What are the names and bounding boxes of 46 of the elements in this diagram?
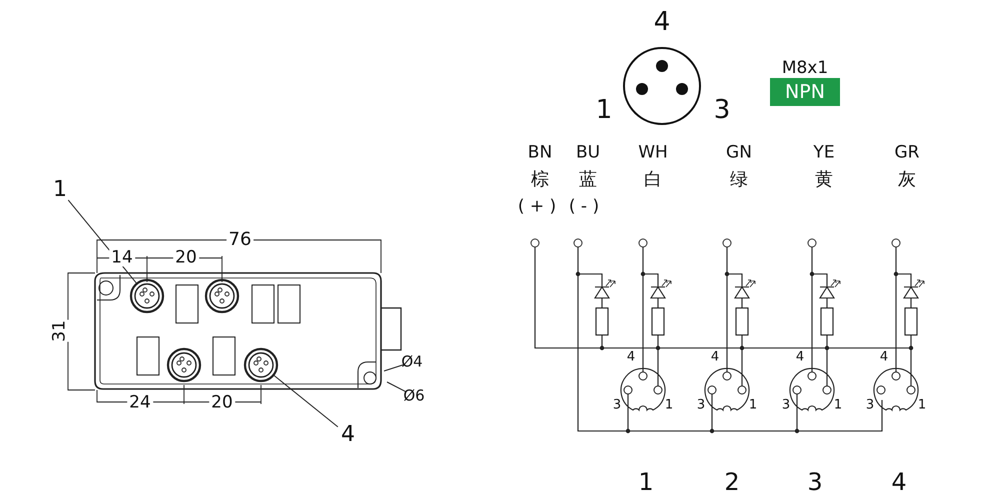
pin-number: 1 — [748, 398, 758, 412]
dimension-value: 14 — [109, 250, 135, 266]
wire-color-name: 绿 — [730, 171, 748, 189]
wire-color-code: BN — [528, 144, 552, 162]
pin-number: 4 — [710, 350, 720, 364]
channel-number: 2 — [724, 470, 740, 494]
pin-number: 4 — [654, 9, 670, 35]
channel-number: 4 — [891, 470, 907, 494]
wire-color-name: 灰 — [898, 171, 916, 189]
leader-line — [384, 364, 404, 372]
callout-number: 1 — [53, 179, 67, 201]
wire-color-name: 蓝 — [579, 171, 597, 189]
pin-number: 1 — [918, 398, 926, 412]
pin-number: 1 — [664, 398, 674, 412]
channel-number: 1 — [638, 470, 654, 494]
connector-socket — [244, 348, 278, 382]
wire-color-code: GN — [726, 144, 752, 162]
pin-number: 3 — [866, 398, 874, 412]
callout-number: 4 — [341, 424, 355, 446]
wire-color-name: 白 — [644, 171, 662, 189]
pin-number: 4 — [880, 350, 888, 364]
polarity-label: ( + ) — [518, 198, 556, 216]
polarity-label: ( - ) — [568, 198, 600, 216]
diameter-label: Ø6 — [403, 388, 425, 404]
pin-number: 1 — [834, 398, 842, 412]
wire-color-name: 黄 — [815, 171, 833, 189]
pin-number: 3 — [696, 398, 706, 412]
pin-number: 3 — [782, 398, 790, 412]
channel-number: 3 — [807, 470, 823, 494]
dimension-value: 31 — [52, 320, 68, 342]
wire-color-code: BU — [576, 144, 600, 162]
wire-color-code: WH — [638, 144, 668, 162]
pin-number: 4 — [796, 350, 804, 364]
wire-color-name: 棕 — [531, 171, 549, 189]
pin-number: 3 — [612, 398, 622, 412]
wire-color-code: YE — [813, 144, 835, 162]
leader-line — [386, 382, 406, 392]
wire-color-code: GR — [894, 144, 920, 162]
pin-number: 4 — [626, 350, 636, 364]
output-type-badge: NPN — [770, 78, 840, 106]
leader-line — [272, 374, 338, 428]
pin-number: 3 — [714, 97, 730, 123]
diameter-label: Ø4 — [401, 354, 423, 370]
connector-socket — [130, 278, 164, 314]
pin-number: 1 — [596, 97, 612, 123]
connector-type-label: M8x1 — [780, 58, 830, 78]
